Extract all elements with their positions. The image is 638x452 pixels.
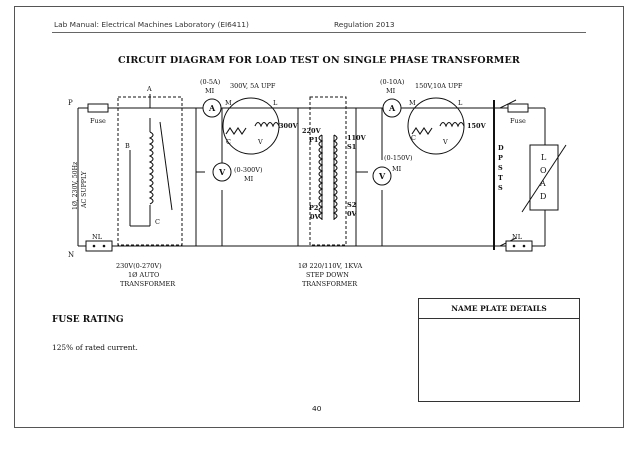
secondary-s1: S1 bbox=[347, 143, 356, 151]
ammeter-2-kind: MI bbox=[386, 87, 396, 95]
ammeter-2-icon bbox=[382, 98, 402, 118]
auto-b-label: B bbox=[125, 142, 130, 150]
dpst-letter: P bbox=[498, 154, 503, 162]
voltmeter-1-range: (0-300V) bbox=[234, 166, 263, 174]
wattmeter-2-l: L bbox=[458, 99, 463, 107]
auto-type-2: TRANSFORMER bbox=[120, 280, 176, 288]
supply-label-1: 1Ø, 230V, 50Hz bbox=[72, 161, 79, 210]
load-letter: A bbox=[539, 179, 546, 188]
wattmeter-1-l: L bbox=[273, 99, 278, 107]
ammeter-2-symbol: A bbox=[388, 103, 396, 113]
secondary-s2: S2 bbox=[347, 201, 356, 209]
dpst-letter: S bbox=[498, 184, 503, 192]
nl-left-icon bbox=[85, 240, 113, 252]
primary-zero: 0V bbox=[310, 213, 321, 221]
primary-p1: P1 bbox=[309, 136, 318, 144]
header-rule bbox=[52, 32, 586, 33]
load-letter: D bbox=[540, 192, 546, 201]
primary-voltage: 220V bbox=[302, 127, 322, 135]
wattmeter-2-m: M bbox=[409, 99, 416, 107]
wattmeter-2-v: V bbox=[442, 138, 448, 146]
fuse-rating-title: FUSE RATING bbox=[52, 315, 124, 325]
nameplate-box: NAME PLATE DETAILS bbox=[418, 298, 580, 402]
auto-type-1: 1Ø AUTO bbox=[128, 271, 159, 279]
header-manual-title: Lab Manual: Electrical Machines Laborato… bbox=[54, 20, 249, 29]
transformer-type-2: TRANSFORMER bbox=[302, 280, 358, 288]
wattmeter-2-volt: 150V bbox=[467, 122, 487, 130]
ammeter-2-range: (0-10A) bbox=[380, 78, 405, 86]
terminal-n: N bbox=[68, 251, 74, 259]
terminal-p: P bbox=[68, 99, 73, 107]
dpst-letter: S bbox=[498, 164, 503, 172]
page-number: 40 bbox=[312, 404, 322, 413]
wattmeter-2-c: C bbox=[411, 134, 416, 142]
page-title: CIRCUIT DIAGRAM FOR LOAD TEST ON SINGLE … bbox=[118, 55, 520, 66]
nl-right-label: NL bbox=[512, 233, 523, 241]
voltmeter-1-kind: MI bbox=[244, 175, 254, 183]
ammeter-1-kind: MI bbox=[205, 87, 215, 95]
ammeter-1-symbol: A bbox=[208, 103, 216, 113]
wattmeter-1-c: C bbox=[226, 138, 231, 146]
wattmeter-2-rating: 150V,10A UPF bbox=[415, 82, 463, 90]
voltmeter-2-icon bbox=[372, 166, 392, 186]
voltmeter-2-symbol: V bbox=[378, 171, 386, 181]
nl-left-label: NL bbox=[92, 233, 103, 241]
header-regulation: Regulation 2013 bbox=[334, 20, 395, 29]
supply-label-2: AC SUPPLY bbox=[81, 170, 88, 209]
auto-rating: 230V(0-270V) bbox=[116, 262, 162, 270]
ammeter-1-range: (0-5A) bbox=[200, 78, 221, 86]
fuse-right-icon bbox=[507, 103, 529, 113]
fuse-right-label: Fuse bbox=[510, 117, 526, 125]
nameplate-title: NAME PLATE DETAILS bbox=[419, 299, 579, 319]
wattmeter-1-rating: 300V, 5A UPF bbox=[230, 82, 276, 90]
secondary-zero: 0V bbox=[347, 210, 358, 218]
wattmeter-1-m: M bbox=[225, 99, 232, 107]
auto-c-label: C bbox=[155, 218, 160, 226]
primary-p2: P2 bbox=[309, 204, 318, 212]
load-letter: L bbox=[541, 153, 547, 162]
fuse-left-icon bbox=[87, 103, 109, 113]
fuse-rating-text: 125% of rated current. bbox=[52, 343, 138, 352]
nl-right-icon bbox=[505, 240, 533, 252]
transformer-rating: 1Ø 220/110V, 1KVA bbox=[298, 262, 362, 270]
auto-a-label: A bbox=[146, 85, 152, 93]
wattmeter-1-v: V bbox=[257, 138, 263, 146]
voltmeter-2-kind: MI bbox=[392, 165, 402, 173]
voltmeter-1-icon bbox=[212, 162, 232, 182]
dpst-letter: T bbox=[498, 174, 503, 182]
load-letter: O bbox=[540, 166, 547, 175]
wattmeter-1-volt: 300V bbox=[279, 122, 299, 130]
page-border bbox=[14, 6, 624, 428]
transformer-type-1: STEP DOWN bbox=[306, 271, 349, 279]
fuse-left-label: Fuse bbox=[90, 117, 106, 125]
ammeter-1-icon bbox=[202, 98, 222, 118]
secondary-voltage: 110V bbox=[347, 134, 367, 142]
dpst-letter: D bbox=[498, 144, 504, 152]
voltmeter-2-range: (0-150V) bbox=[384, 154, 413, 162]
voltmeter-1-symbol: V bbox=[218, 167, 226, 177]
